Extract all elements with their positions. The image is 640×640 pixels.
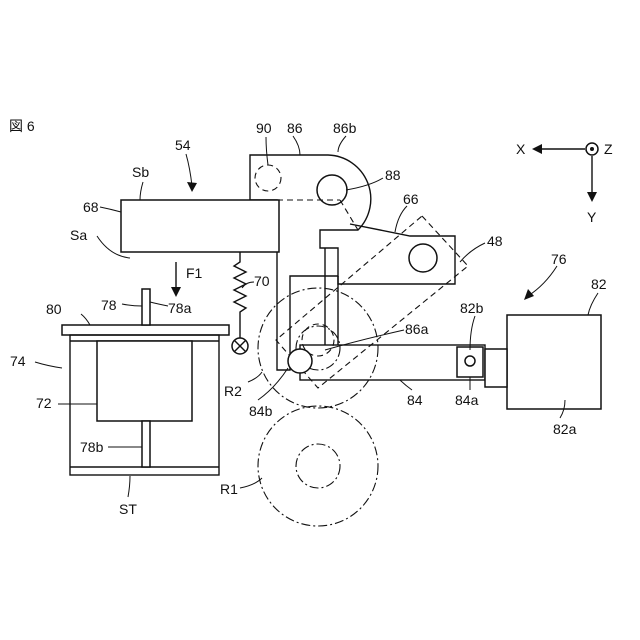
pin-66 — [409, 244, 437, 272]
spring-70 — [234, 252, 246, 338]
label-Sa: Sa — [70, 227, 87, 243]
axis-z-label: Z — [604, 141, 613, 157]
label-80: 80 — [46, 301, 62, 317]
label-78a: 78a — [168, 300, 192, 316]
label-74: 74 — [10, 353, 26, 369]
label-82: 82 — [591, 276, 607, 292]
label-Sb: Sb — [132, 164, 149, 180]
label-88: 88 — [385, 167, 401, 183]
label-82a: 82a — [553, 421, 577, 437]
figure-title: 図 6 — [9, 118, 35, 134]
label-54: 54 — [175, 137, 191, 153]
roller-r2 — [258, 288, 378, 408]
actuator-82-body — [507, 315, 601, 409]
label-R2: R2 — [224, 383, 242, 399]
actuator-82-rod — [485, 349, 507, 387]
roller-r1 — [258, 406, 378, 526]
label-84: 84 — [407, 392, 423, 408]
label-R1: R1 — [220, 481, 238, 497]
axis-x-label: X — [516, 141, 526, 157]
lever-86 — [250, 155, 371, 370]
label-84b: 84b — [249, 403, 273, 419]
label-76: 76 — [551, 251, 567, 267]
label-82b: 82b — [460, 300, 484, 316]
label-86: 86 — [287, 120, 303, 136]
label-78b: 78b — [80, 439, 104, 455]
hole-90 — [255, 165, 281, 191]
label-66: 66 — [403, 191, 419, 207]
label-78: 78 — [101, 297, 117, 313]
block-68 — [121, 200, 279, 252]
axes-indicator: X Z Y — [516, 141, 613, 225]
label-72: 72 — [36, 395, 52, 411]
axis-y-label: Y — [587, 209, 597, 225]
label-86b: 86b — [333, 120, 357, 136]
label-48: 48 — [487, 233, 503, 249]
label-90: 90 — [256, 120, 272, 136]
label-ST: ST — [119, 501, 137, 517]
label-84a: 84a — [455, 392, 479, 408]
pin-82b — [465, 356, 475, 366]
label-F1: F1 — [186, 265, 203, 281]
label-70: 70 — [254, 273, 270, 289]
label-68: 68 — [83, 199, 99, 215]
label-86a: 86a — [405, 321, 429, 337]
